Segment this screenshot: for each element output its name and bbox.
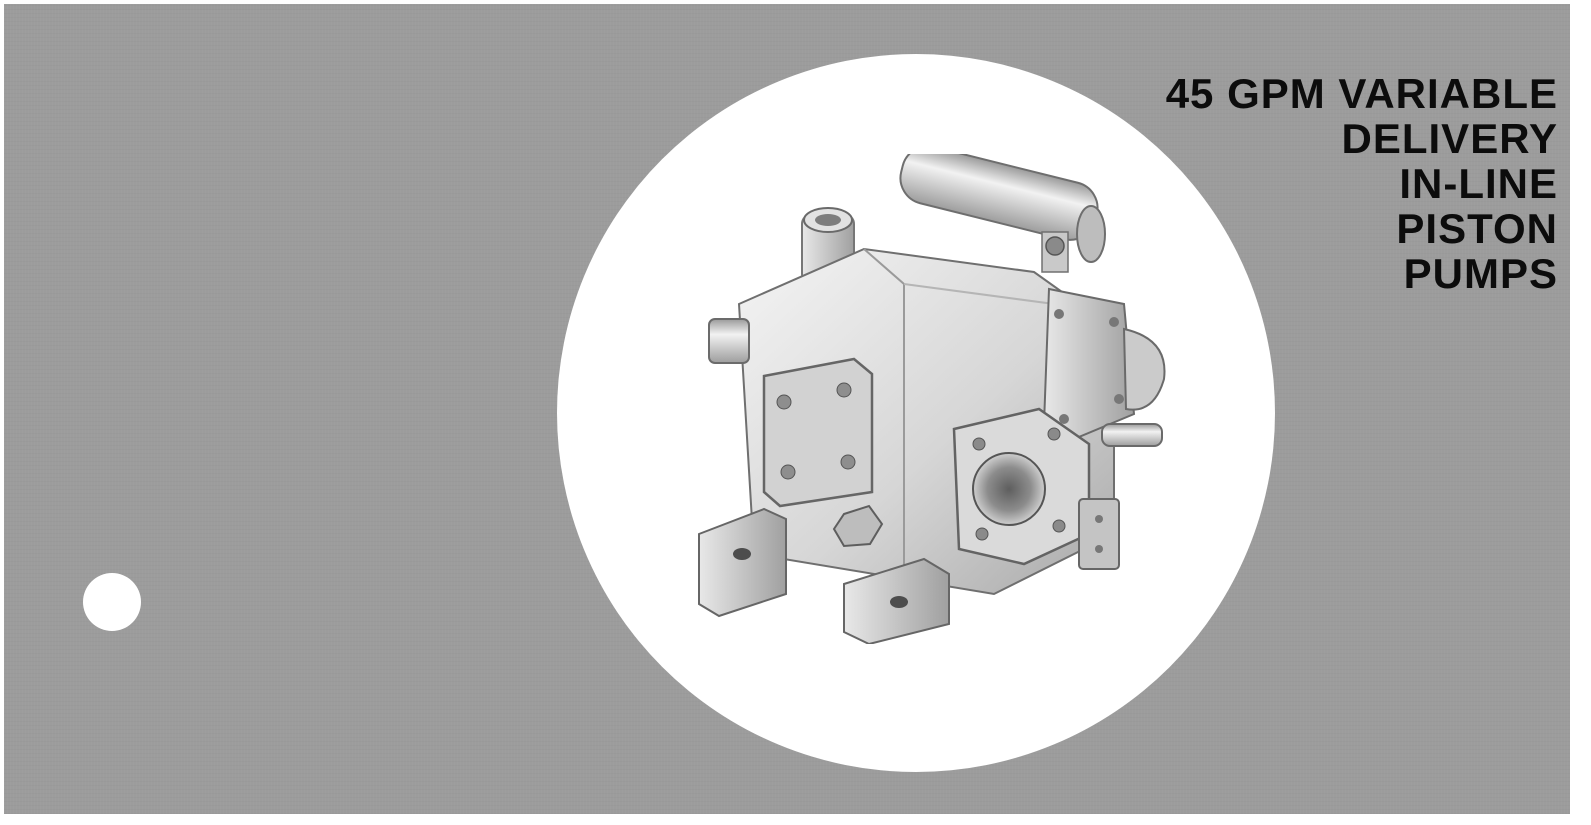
cover-panel: 45 GPM VARIABLE DELIVERY IN-LINE PISTON … [4, 4, 1570, 814]
pump-photo [698, 154, 1166, 644]
title-line-2: DELIVERY [1341, 115, 1558, 162]
title-line-1: 45 GPM VARIABLE [1165, 70, 1558, 117]
product-title: 45 GPM VARIABLE DELIVERY IN-LINE PISTON … [1166, 71, 1558, 296]
punch-hole-dot [83, 573, 141, 631]
title-line-4: PISTON [1396, 205, 1558, 252]
title-line-5: PUMPS [1403, 250, 1558, 297]
title-line-3: IN-LINE [1399, 160, 1558, 207]
